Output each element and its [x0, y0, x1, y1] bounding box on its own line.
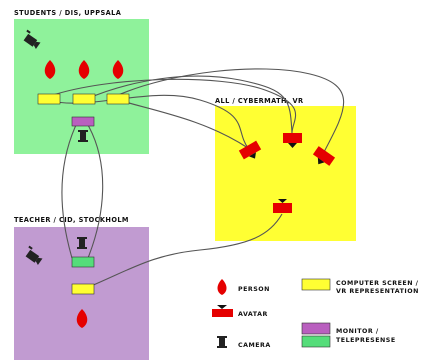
camera-icon [25, 245, 43, 266]
link-monitor-telepresence-b [87, 124, 104, 259]
camera-icon [217, 336, 227, 348]
teacher-region-title: TEACHER / CID, STOCKHOLM [14, 216, 129, 224]
legend: PERSON AVATAR CAMERA COMPUTER SCREEN / V… [212, 278, 419, 349]
legend-monitor-label-2: TELEPRESENSE [336, 337, 396, 344]
legend-camera-label: CAMERA [238, 342, 271, 349]
legend-screen-label-2: VR REPRESENTATION [336, 288, 419, 295]
telepresence-icon [301, 335, 331, 348]
person-icon [44, 60, 56, 79]
connection-lines [46, 68, 345, 290]
avatar-icon [238, 140, 262, 160]
link-screen1-avatar2 [49, 78, 297, 134]
telepresence-icon [71, 256, 95, 268]
legend-screen-label-1: COMPUTER SCREEN / [336, 280, 419, 287]
avatar-icon [212, 305, 233, 317]
legend-person-label: PERSON [238, 286, 270, 293]
cybermath-region-title: ALL / CYBERMATH, VR [215, 97, 303, 105]
person-icon [217, 279, 227, 295]
computer-screen-icon [37, 93, 61, 105]
students-region-title: STUDENTS / DIS, UPPSALA [14, 9, 122, 17]
person-icon [78, 60, 90, 79]
legend-monitor-label-1: MONITOR / [336, 328, 379, 335]
link-screen3-avatar1 [117, 99, 249, 149]
camera-icon [23, 29, 41, 50]
cybermath-region [215, 106, 356, 241]
camera-icon [77, 237, 87, 249]
camera-icon [78, 130, 88, 142]
computer-screen-icon [72, 93, 96, 105]
computer-screen-icon [71, 283, 95, 295]
monitor-icon [71, 116, 95, 127]
avatar-icon [283, 133, 302, 148]
person-icon [76, 309, 88, 328]
link-teacherscreen-avatar [83, 213, 283, 290]
link-monitor-telepresence-a [61, 124, 77, 259]
person-icon [112, 60, 124, 79]
avatar-icon [273, 199, 292, 213]
monitor-icon [301, 322, 331, 335]
avatar-icon [312, 146, 336, 166]
computer-screen-icon [106, 93, 130, 105]
legend-avatar-label: AVATAR [238, 311, 268, 318]
link-screen2-avatar2 [83, 75, 293, 134]
computer-screen-icon [301, 278, 331, 291]
